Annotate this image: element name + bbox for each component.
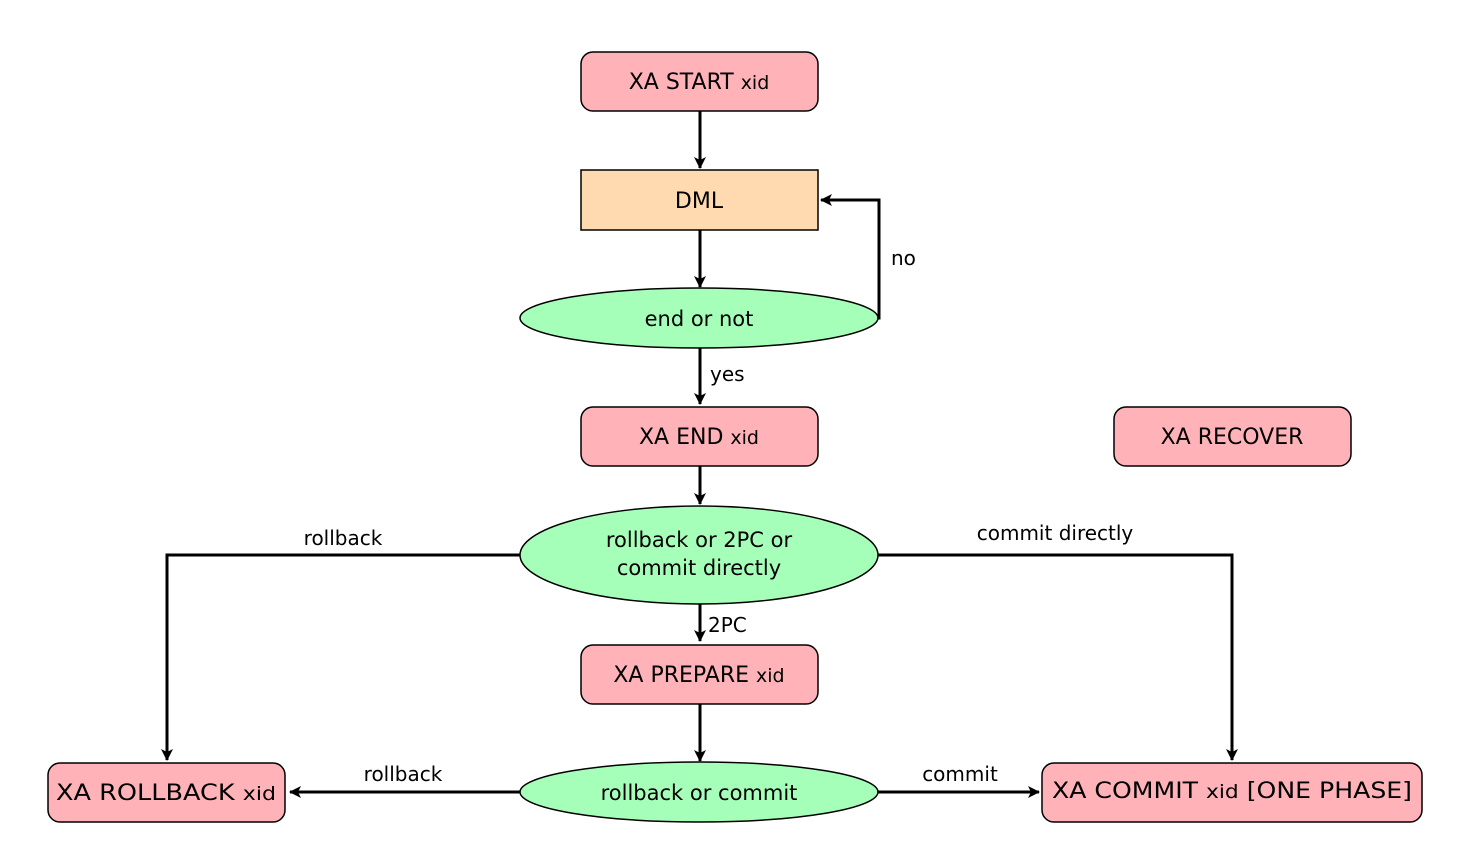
node-end-or-not: end or not: [519, 287, 879, 349]
node-xa-commit: XA COMMIT xid [ONE PHASE]: [1041, 762, 1423, 823]
node-rollback-2pc-commit-line2: commit directly: [617, 556, 781, 580]
node-xa-commit-tail: [ONE PHASE]: [1247, 779, 1412, 804]
edge-label-commit: commit: [922, 762, 998, 786]
node-xa-start-label: XA START xid: [629, 70, 770, 95]
node-xa-start-xid: xid: [741, 72, 770, 94]
node-xa-commit-box: [1041, 762, 1423, 823]
edge-rollback-direct: [161, 553, 522, 761]
node-rollback-or-commit-shape: [519, 761, 879, 823]
node-xa-end-label: XA END xid: [639, 425, 759, 450]
edge-label-no: no: [891, 246, 916, 270]
node-xa-end-box: [580, 406, 819, 467]
node-xa-prepare-box: [580, 644, 819, 705]
node-xa-recover-box: [1113, 406, 1352, 467]
node-xa-end-xid: xid: [730, 427, 759, 449]
edge-label-commit-directly: commit directly: [977, 521, 1134, 545]
edge-label-rollback-top: rollback: [304, 526, 383, 550]
node-xa-recover: XA RECOVER: [1113, 406, 1352, 467]
node-dml-box: [580, 169, 819, 231]
node-end-or-not-label: end or not: [645, 307, 754, 331]
node-xa-rollback-label: XA ROLLBACK xid: [56, 781, 276, 806]
node-xa-prepare: XA PREPARE xid: [580, 644, 819, 705]
edge-label-rollback-bottom: rollback: [364, 762, 443, 786]
node-end-or-not-shape: [519, 287, 879, 349]
node-xa-end-main: XA END: [639, 425, 723, 450]
node-xa-end: XA END xid: [580, 406, 819, 467]
node-xa-recover-label: XA RECOVER: [1161, 425, 1304, 450]
node-xa-commit-xid: xid: [1206, 781, 1239, 803]
node-rollback-2pc-commit: rollback or 2PC or commit directly: [519, 505, 879, 605]
node-xa-rollback-main: XA ROLLBACK: [56, 781, 235, 806]
edge-label-2pc: 2PC: [708, 613, 747, 637]
edge-commit-directly: [878, 553, 1238, 761]
node-rollback-2pc-commit-line1: rollback or 2PC or: [606, 528, 793, 552]
node-dml-label: DML: [675, 189, 724, 214]
node-xa-rollback: XA ROLLBACK xid: [47, 762, 286, 823]
node-rollback-2pc-commit-shape: [519, 505, 879, 605]
node-xa-start-main: XA START: [629, 70, 735, 95]
node-xa-start: XA START xid: [580, 51, 819, 112]
node-xa-prepare-xid: xid: [756, 665, 785, 687]
node-xa-rollback-xid: xid: [243, 783, 276, 805]
node-xa-prepare-main: XA PREPARE: [613, 663, 749, 688]
node-xa-commit-label: XA COMMIT xid [ONE PHASE]: [1052, 779, 1412, 804]
node-xa-start-box: [580, 51, 819, 112]
node-xa-rollback-box: [47, 762, 286, 823]
node-xa-commit-main: XA COMMIT: [1052, 779, 1199, 804]
node-rollback-or-commit: rollback or commit: [519, 761, 879, 823]
node-xa-prepare-label: XA PREPARE xid: [613, 663, 784, 688]
node-rollback-or-commit-label: rollback or commit: [601, 781, 798, 805]
node-dml: DML: [580, 169, 819, 231]
edge-label-yes: yes: [710, 362, 745, 386]
